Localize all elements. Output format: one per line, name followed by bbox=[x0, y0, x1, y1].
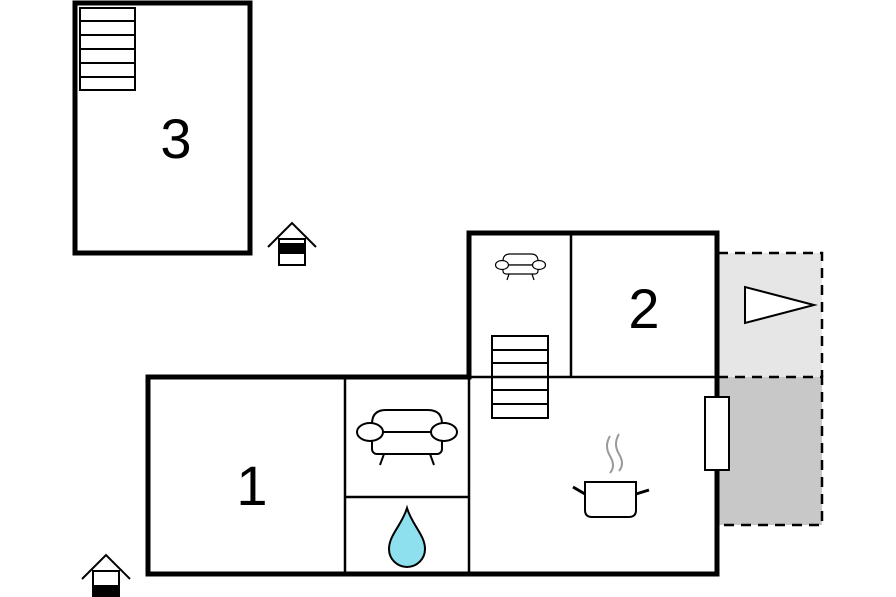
entrance-house-icon bbox=[267, 221, 317, 266]
entrance-house-icon bbox=[81, 553, 131, 597]
room-label-3: 3 bbox=[160, 107, 191, 170]
water-drop-icon bbox=[387, 504, 427, 568]
building-3: 3 bbox=[72, 0, 253, 256]
sofa-icon bbox=[356, 409, 458, 466]
room-label-2: 2 bbox=[628, 277, 659, 340]
cooking-pot-icon bbox=[572, 433, 650, 518]
main-building-outline bbox=[145, 230, 720, 577]
terrace-covered bbox=[718, 375, 824, 527]
stairs-icon bbox=[79, 7, 136, 91]
window bbox=[704, 396, 730, 471]
sofa-icon bbox=[494, 253, 547, 281]
stairs-icon bbox=[491, 335, 549, 419]
room-label-1: 1 bbox=[236, 454, 267, 517]
triangle-arrow-icon bbox=[744, 285, 818, 325]
